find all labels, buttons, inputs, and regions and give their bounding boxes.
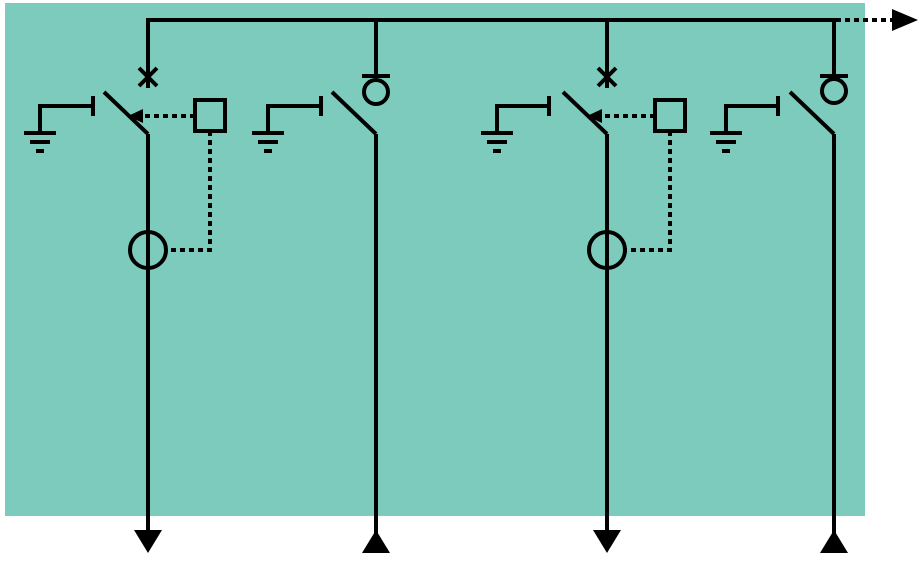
feeder-4-incoming-arrow-icon (820, 530, 848, 553)
feeder-2-incoming-arrow-icon (362, 530, 390, 553)
feeder-4-earth-switch[interactable] (710, 96, 780, 153)
feeder-1-protection-relay-icon (193, 98, 227, 133)
busbar-extension-arrow-icon (892, 9, 918, 31)
feeder-1-circuit-breaker[interactable] (24, 20, 227, 553)
feeder-2-earth-switch[interactable] (252, 96, 323, 153)
feeder-3-circuit-breaker[interactable] (481, 20, 687, 553)
feeder-1-ground-icon (24, 131, 56, 153)
feeder-2-ground-icon (252, 131, 284, 153)
feeder-1-outgoing-arrow-icon (134, 530, 162, 553)
feeder-3-switch-blade[interactable] (561, 90, 609, 136)
feeder-2-switch-blade[interactable] (330, 90, 378, 136)
feeder-4-ground-icon (710, 131, 742, 153)
feeder-2-load-break-switch[interactable] (252, 20, 390, 553)
feeder-4-load-break-switch[interactable] (710, 20, 848, 553)
feeder-1-trip-arrow-icon (128, 109, 143, 123)
feeder-3-trip-arrow-icon (587, 109, 602, 123)
feeder-3-protection-relay-icon (653, 98, 687, 133)
feeder-4-switch-blade[interactable] (788, 90, 836, 136)
feeder-1-switch-blade[interactable] (102, 90, 150, 136)
feeder-4-fuse-circle-icon (820, 77, 848, 105)
feeder-1-earth-switch[interactable] (24, 96, 95, 153)
feeder-3-earth-switch[interactable] (481, 96, 551, 153)
feeder-2-fuse-circle-icon (362, 78, 390, 106)
feeder-3-outgoing-arrow-icon (593, 530, 621, 553)
feeder-3-ct-link (625, 131, 672, 252)
feeder-3-cross-icon (596, 66, 618, 88)
feeder-1-cross-icon (137, 66, 159, 88)
feeder-1-ct-link (166, 131, 212, 252)
feeder-3-ground-icon (481, 131, 513, 153)
